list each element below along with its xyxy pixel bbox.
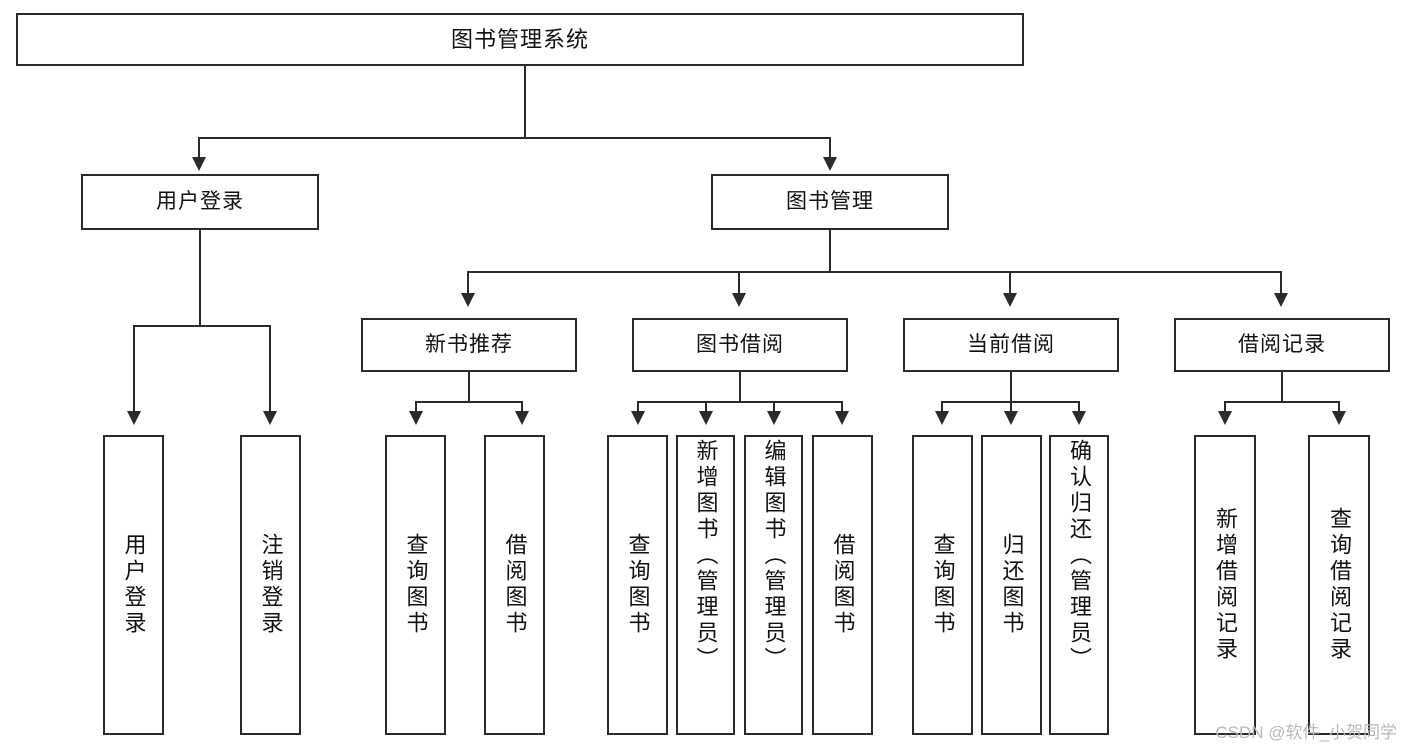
arrowhead-borrow-record-leaf1 — [1218, 411, 1232, 425]
connector-new-book-rec-to-leaf2 — [521, 401, 523, 413]
node-book-borrow[interactable]: 图书借阅 — [632, 318, 848, 372]
arrowhead-to-current-borrow — [1003, 293, 1017, 307]
node-label: 图书管理 — [786, 189, 874, 213]
node-label: 用户登录 — [156, 189, 244, 213]
connector-book-manage-to-borrow-record — [1280, 271, 1282, 295]
arrowhead-user-login-to-leaf2 — [263, 411, 277, 425]
leaf-borrow-book-new-rec[interactable]: 借阅图书 — [484, 435, 545, 735]
node-new-book-rec[interactable]: 新书推荐 — [361, 318, 577, 372]
node-label: 查询借阅记录 — [1327, 507, 1352, 663]
connector-root-bus — [198, 137, 830, 139]
connector-new-book-rec-to-leaf1 — [415, 401, 417, 413]
connector-current-borrow-to-leaf3 — [1078, 401, 1080, 413]
arrowhead-user-login-to-leaf1 — [127, 411, 141, 425]
connector-book-manage-to-current-borrow — [1009, 271, 1011, 295]
connector-root-stem — [524, 66, 526, 138]
arrowhead-new-book-rec-leaf1 — [409, 411, 423, 425]
node-label: 新书推荐 — [425, 332, 513, 356]
connector-user-login-bus — [133, 325, 269, 327]
arrowhead-to-borrow-record — [1274, 293, 1288, 307]
connector-book-borrow-to-leaf3 — [773, 401, 775, 413]
connector-user-login-to-leaf1 — [133, 325, 135, 413]
arrowhead-current-borrow-leaf2 — [1004, 411, 1018, 425]
connector-new-book-rec-bus — [415, 401, 523, 403]
leaf-query-borrow-record[interactable]: 查询借阅记录 — [1308, 435, 1370, 735]
arrowhead-book-borrow-leaf4 — [835, 411, 849, 425]
node-book-manage[interactable]: 图书管理 — [711, 174, 949, 230]
connector-current-borrow-stem — [1010, 372, 1012, 402]
node-label: 借阅记录 — [1238, 332, 1326, 356]
node-label: 注销登录 — [258, 533, 284, 637]
arrowhead-to-book-borrow — [732, 293, 746, 307]
connector-book-manage-to-book-borrow — [738, 271, 740, 295]
leaf-borrow-book-borrow[interactable]: 借阅图书 — [812, 435, 873, 735]
connector-book-manage-to-new-book-rec — [467, 271, 469, 295]
connector-borrow-record-stem — [1281, 372, 1283, 402]
connector-book-borrow-bus — [637, 401, 843, 403]
node-label: 查询图书 — [403, 533, 429, 637]
node-label: 借阅图书 — [830, 533, 856, 637]
node-label: 图书借阅 — [696, 332, 784, 356]
leaf-query-book-current[interactable]: 查询图书 — [912, 435, 973, 735]
node-root-system[interactable]: 图书管理系统 — [16, 13, 1024, 66]
connector-book-manage-stem — [829, 230, 831, 272]
watermark-text: CSDN @软件_小贺同学 — [1215, 723, 1397, 742]
node-label: 用户登录 — [121, 533, 147, 637]
connector-borrow-record-to-leaf1 — [1224, 401, 1226, 413]
connector-book-borrow-to-leaf2 — [705, 401, 707, 413]
node-label: 新增图书（管理员） — [693, 439, 719, 673]
leaf-add-borrow-record[interactable]: 新增借阅记录 — [1194, 435, 1256, 735]
arrowhead-current-borrow-leaf3 — [1072, 411, 1086, 425]
node-label: 图书管理系统 — [450, 26, 589, 52]
node-borrow-record[interactable]: 借阅记录 — [1174, 318, 1390, 372]
connector-borrow-record-bus — [1224, 401, 1340, 403]
connector-borrow-record-to-leaf2 — [1338, 401, 1340, 413]
connector-user-login-to-leaf2 — [269, 325, 271, 413]
arrowhead-current-borrow-leaf1 — [935, 411, 949, 425]
arrowhead-book-borrow-leaf2 — [699, 411, 713, 425]
arrowhead-borrow-record-leaf2 — [1332, 411, 1346, 425]
node-label: 查询图书 — [625, 533, 651, 637]
connector-book-borrow-to-leaf4 — [841, 401, 843, 413]
leaf-query-book-borrow[interactable]: 查询图书 — [607, 435, 668, 735]
arrowhead-new-book-rec-leaf2 — [515, 411, 529, 425]
connector-book-borrow-to-leaf1 — [637, 401, 639, 413]
leaf-return-book[interactable]: 归还图书 — [981, 435, 1042, 735]
connector-current-borrow-to-leaf2 — [1010, 401, 1012, 413]
leaf-add-book[interactable]: 新增图书（管理员） — [676, 435, 735, 735]
node-label: 借阅图书 — [502, 533, 528, 637]
connector-root-to-book-manage — [829, 137, 831, 159]
arrowhead-book-borrow-leaf3 — [767, 411, 781, 425]
connector-current-borrow-to-leaf1 — [941, 401, 943, 413]
node-label: 确认归还（管理员） — [1067, 439, 1092, 673]
node-label: 新增借阅记录 — [1213, 507, 1238, 663]
node-current-borrow[interactable]: 当前借阅 — [903, 318, 1119, 372]
node-label: 归还图书 — [999, 533, 1025, 637]
arrowhead-root-to-user-login — [192, 157, 206, 171]
node-label: 编辑图书（管理员） — [761, 439, 787, 673]
node-label: 查询图书 — [930, 533, 956, 637]
node-label: 当前借阅 — [967, 332, 1055, 356]
leaf-logout[interactable]: 注销登录 — [240, 435, 301, 735]
leaf-query-book-new-rec[interactable]: 查询图书 — [385, 435, 446, 735]
connector-user-login-stem — [199, 230, 201, 326]
leaf-confirm-return[interactable]: 确认归还（管理员） — [1049, 435, 1109, 735]
connector-new-book-rec-stem — [468, 372, 470, 402]
leaf-user-login[interactable]: 用户登录 — [103, 435, 164, 735]
connector-book-manage-bus — [467, 271, 1281, 273]
arrowhead-root-to-book-manage — [823, 157, 837, 171]
node-user-login[interactable]: 用户登录 — [81, 174, 319, 230]
leaf-edit-book[interactable]: 编辑图书（管理员） — [744, 435, 803, 735]
connector-root-to-user-login — [198, 137, 200, 159]
arrowhead-to-new-book-rec — [461, 293, 475, 307]
connector-book-borrow-stem — [739, 372, 741, 402]
arrowhead-book-borrow-leaf1 — [631, 411, 645, 425]
